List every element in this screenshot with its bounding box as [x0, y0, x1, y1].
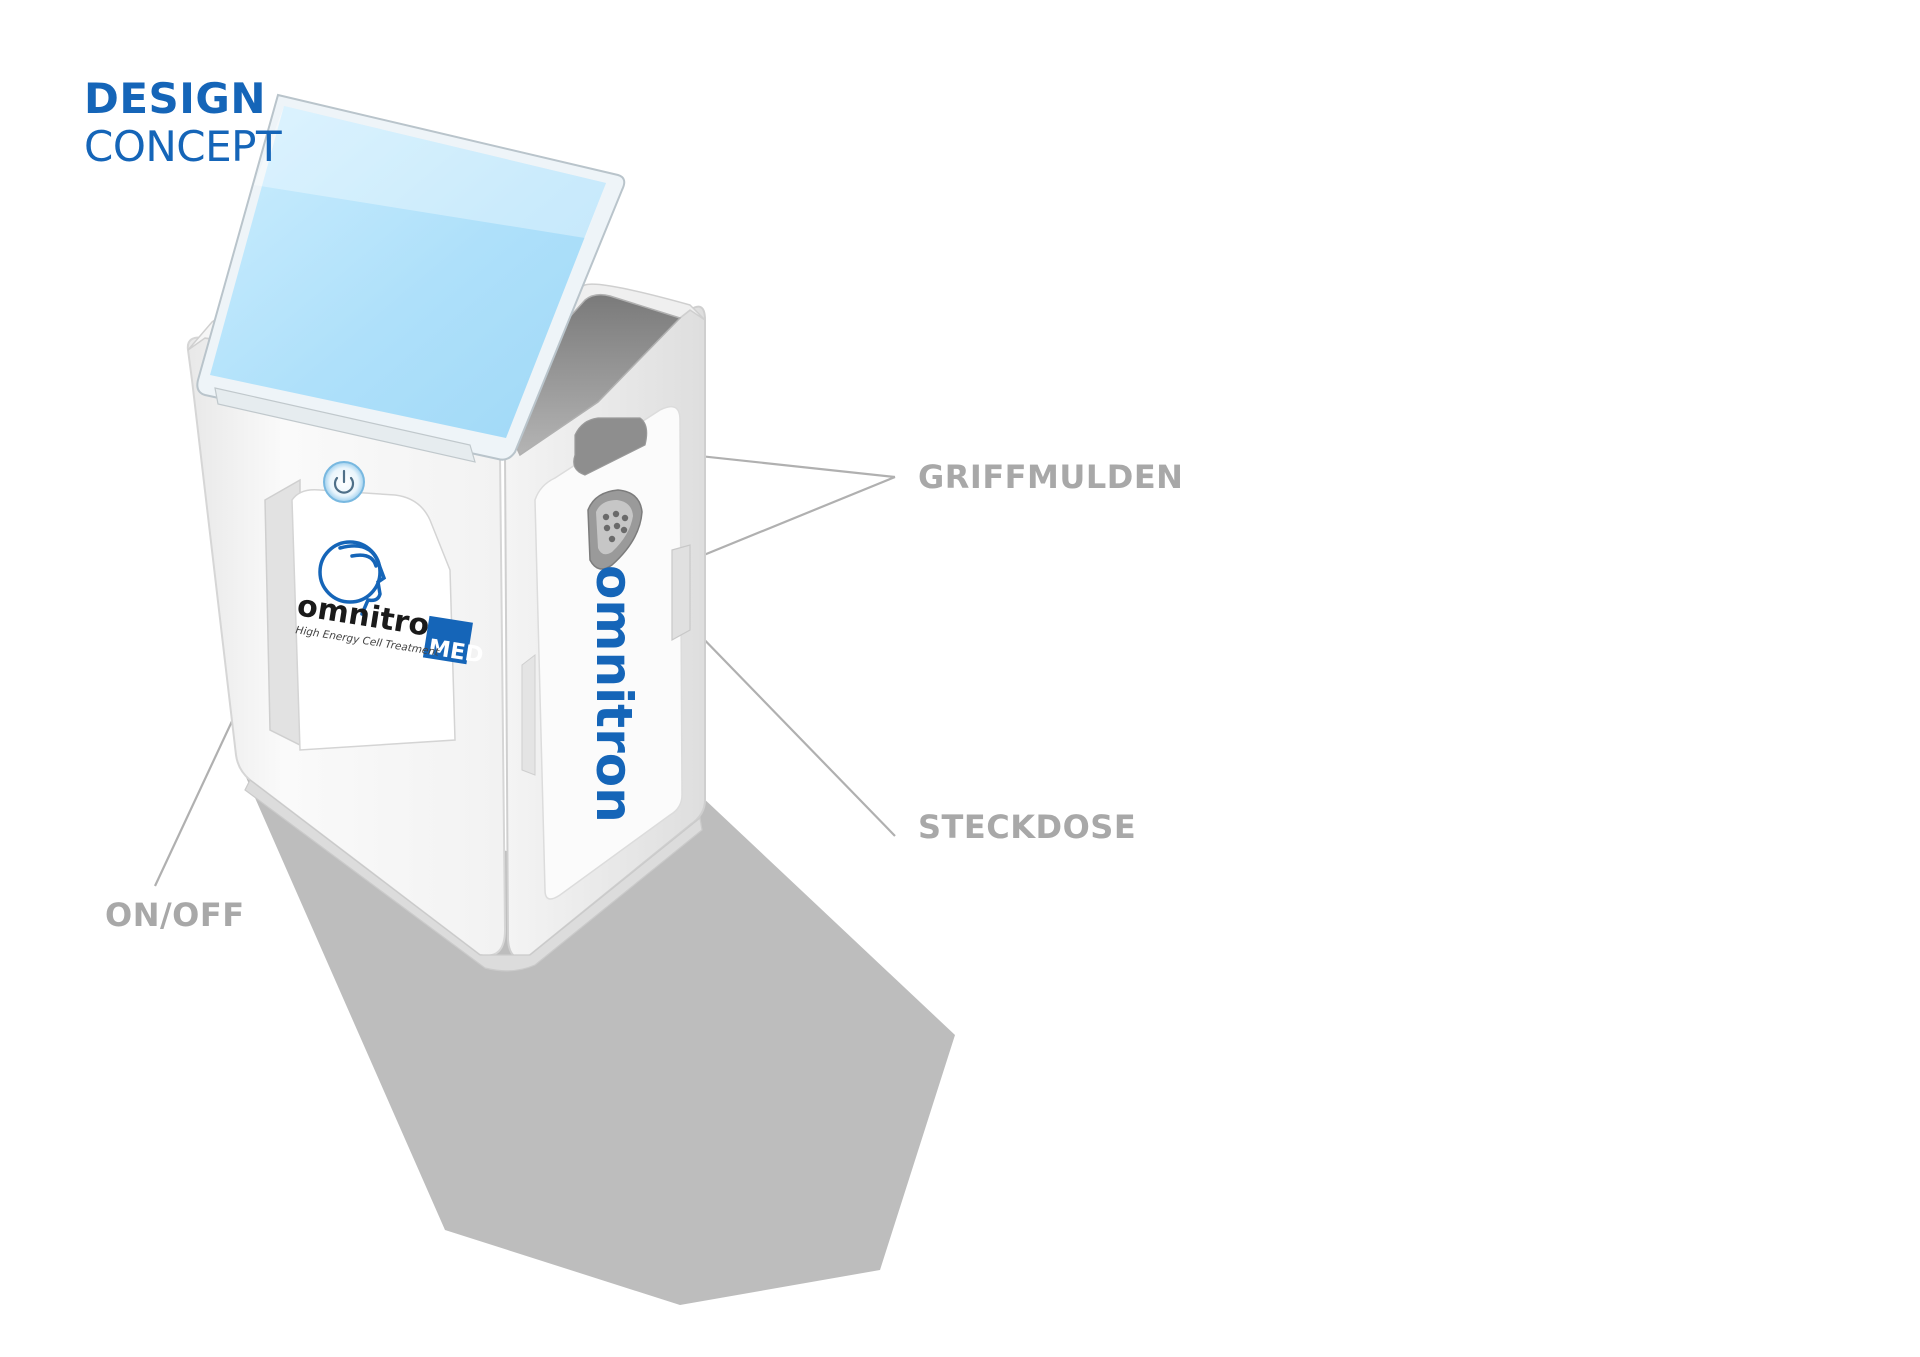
- front-side-grip-recess: [521, 653, 536, 776]
- side-grip-recess-lower: [671, 544, 691, 642]
- front-brand-badge-bg: [422, 615, 473, 665]
- side-brand-text: omnitron: [585, 565, 643, 823]
- title-line-design: DESIGN: [84, 74, 267, 123]
- screen-glare: [254, 106, 606, 238]
- callout-steckdose: STECKDOSE: [918, 808, 1137, 846]
- socket-icon: [602, 510, 629, 543]
- device-side-panel: [534, 405, 683, 900]
- device-base: [244, 779, 703, 972]
- side-grip-recess-upper: [573, 417, 648, 476]
- callout-on-off: ON/OFF: [105, 896, 245, 934]
- socket: [587, 489, 643, 570]
- screen-lid-hinge: [214, 387, 476, 463]
- screen-lid: [196, 93, 626, 463]
- front-label-plate: [291, 488, 456, 751]
- page-title: DESIGN CONCEPT: [84, 74, 282, 171]
- heads-profile-logo: [318, 540, 387, 616]
- power-icon: [333, 469, 355, 494]
- screen-display: [210, 106, 606, 438]
- power-button[interactable]: [323, 461, 365, 503]
- compartment-cavity: [494, 293, 682, 457]
- leader-griff-lower: [671, 475, 896, 570]
- title-line-concept: CONCEPT: [84, 122, 282, 171]
- callout-griffmulden: GRIFFMULDEN: [918, 458, 1184, 496]
